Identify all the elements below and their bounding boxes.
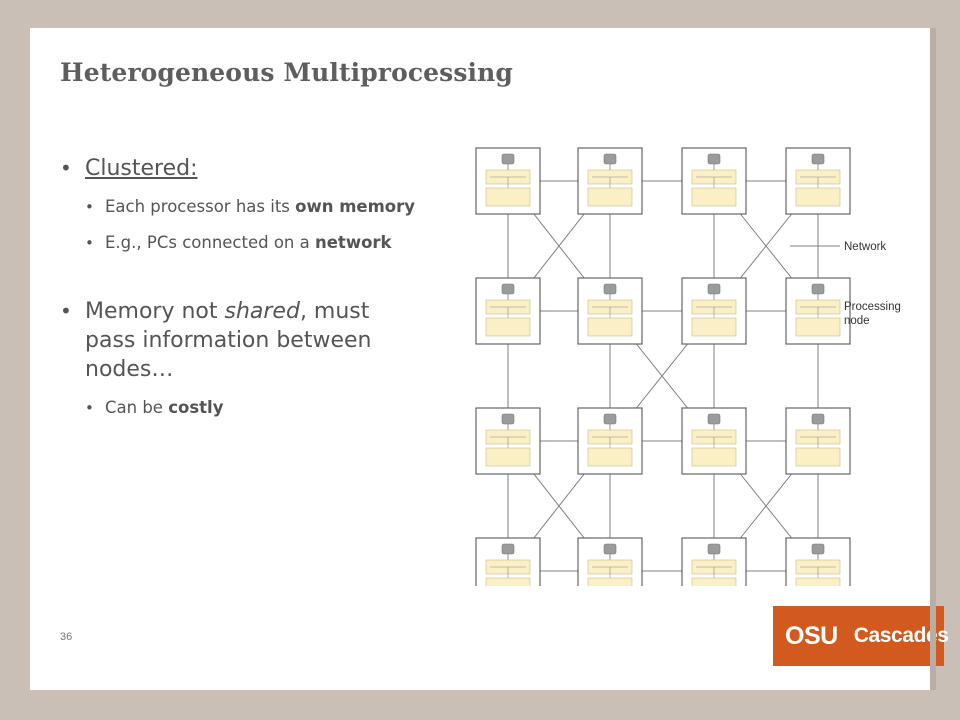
cpu-icon (811, 543, 825, 555)
cpu-icon (501, 413, 515, 425)
page-number: 36 (60, 631, 73, 643)
processing-node (577, 277, 643, 345)
bullet-own-memory: Each processor has its own memory (85, 195, 420, 219)
memory-block (587, 187, 633, 207)
bullet-list: Clustered: Each processor has its own me… (60, 154, 420, 420)
slide: Heterogeneous Multiprocessing Clustered:… (30, 28, 949, 690)
slide-shadow (930, 28, 936, 690)
cpu-icon (501, 543, 515, 555)
cpu-icon (707, 543, 721, 555)
cpu-icon (707, 283, 721, 295)
memory-block (485, 317, 531, 337)
processing-node (681, 147, 747, 215)
processing-node (577, 147, 643, 215)
costly-text: Can be (105, 398, 169, 417)
network-label: Network (844, 241, 886, 253)
memory-block (485, 187, 531, 207)
processing-node (785, 407, 851, 475)
network-bold: network (315, 233, 392, 252)
processing-nodes (475, 147, 851, 586)
memory-block (795, 447, 841, 467)
processing-node-label-line1: Processing (844, 301, 901, 313)
memory-block (587, 577, 633, 586)
clustered-label: Clustered: (85, 156, 198, 181)
cpu-icon (811, 413, 825, 425)
osu-cascades-logo: OSU Cascades (773, 606, 949, 666)
cpu-icon (501, 153, 515, 165)
processing-node (577, 407, 643, 475)
memory-block (691, 187, 737, 207)
memory-block (485, 447, 531, 467)
processing-node (475, 147, 541, 215)
cpu-icon (707, 413, 721, 425)
cpu-icon (707, 153, 721, 165)
memory-block (485, 577, 531, 586)
processing-node (475, 277, 541, 345)
network-links (507, 180, 851, 572)
memory-text-end: , must pass information between nodes… (85, 299, 372, 382)
processing-node (785, 537, 851, 586)
own-memory-text: Each processor has its (105, 197, 296, 216)
cpu-icon (603, 153, 617, 165)
cpu-icon (811, 153, 825, 165)
processing-node (475, 407, 541, 475)
memory-italic: shared (224, 299, 300, 324)
cpu-icon (501, 283, 515, 295)
bullet-costly: Can be costly (85, 396, 420, 420)
memory-block (587, 447, 633, 467)
cpu-icon (603, 283, 617, 295)
memory-text: Memory not (85, 299, 225, 324)
memory-block (691, 577, 737, 586)
processing-node (475, 537, 541, 586)
processing-node (681, 537, 747, 586)
bullet-network: E.g., PCs connected on a network (85, 231, 420, 255)
costly-bold: costly (168, 398, 224, 417)
memory-block (795, 187, 841, 207)
cpu-icon (603, 543, 617, 555)
cpu-icon (811, 283, 825, 295)
memory-block (587, 317, 633, 337)
bullet-memory-not-shared: Memory not shared, must pass information… (60, 297, 420, 384)
memory-block (691, 447, 737, 467)
logo-osu-text: OSU (785, 621, 838, 650)
slide-title: Heterogeneous Multiprocessing (60, 58, 513, 87)
memory-block (795, 317, 841, 337)
processing-node (785, 277, 851, 345)
diagram-callouts: Network Processing node (790, 241, 901, 327)
memory-block (795, 577, 841, 586)
bullet-clustered: Clustered: (60, 154, 420, 183)
logo-cascades-text: Cascades (853, 624, 949, 647)
processing-node (681, 407, 747, 475)
cluster-network-diagram: Network Processing node (475, 147, 901, 586)
cpu-icon (603, 413, 617, 425)
processing-node (577, 537, 643, 586)
processing-node-label-line2: node (844, 315, 870, 327)
network-text: E.g., PCs connected on a (105, 233, 315, 252)
memory-block (691, 317, 737, 337)
own-memory-bold: own memory (295, 197, 416, 216)
processing-node (785, 147, 851, 215)
processing-node (681, 277, 747, 345)
